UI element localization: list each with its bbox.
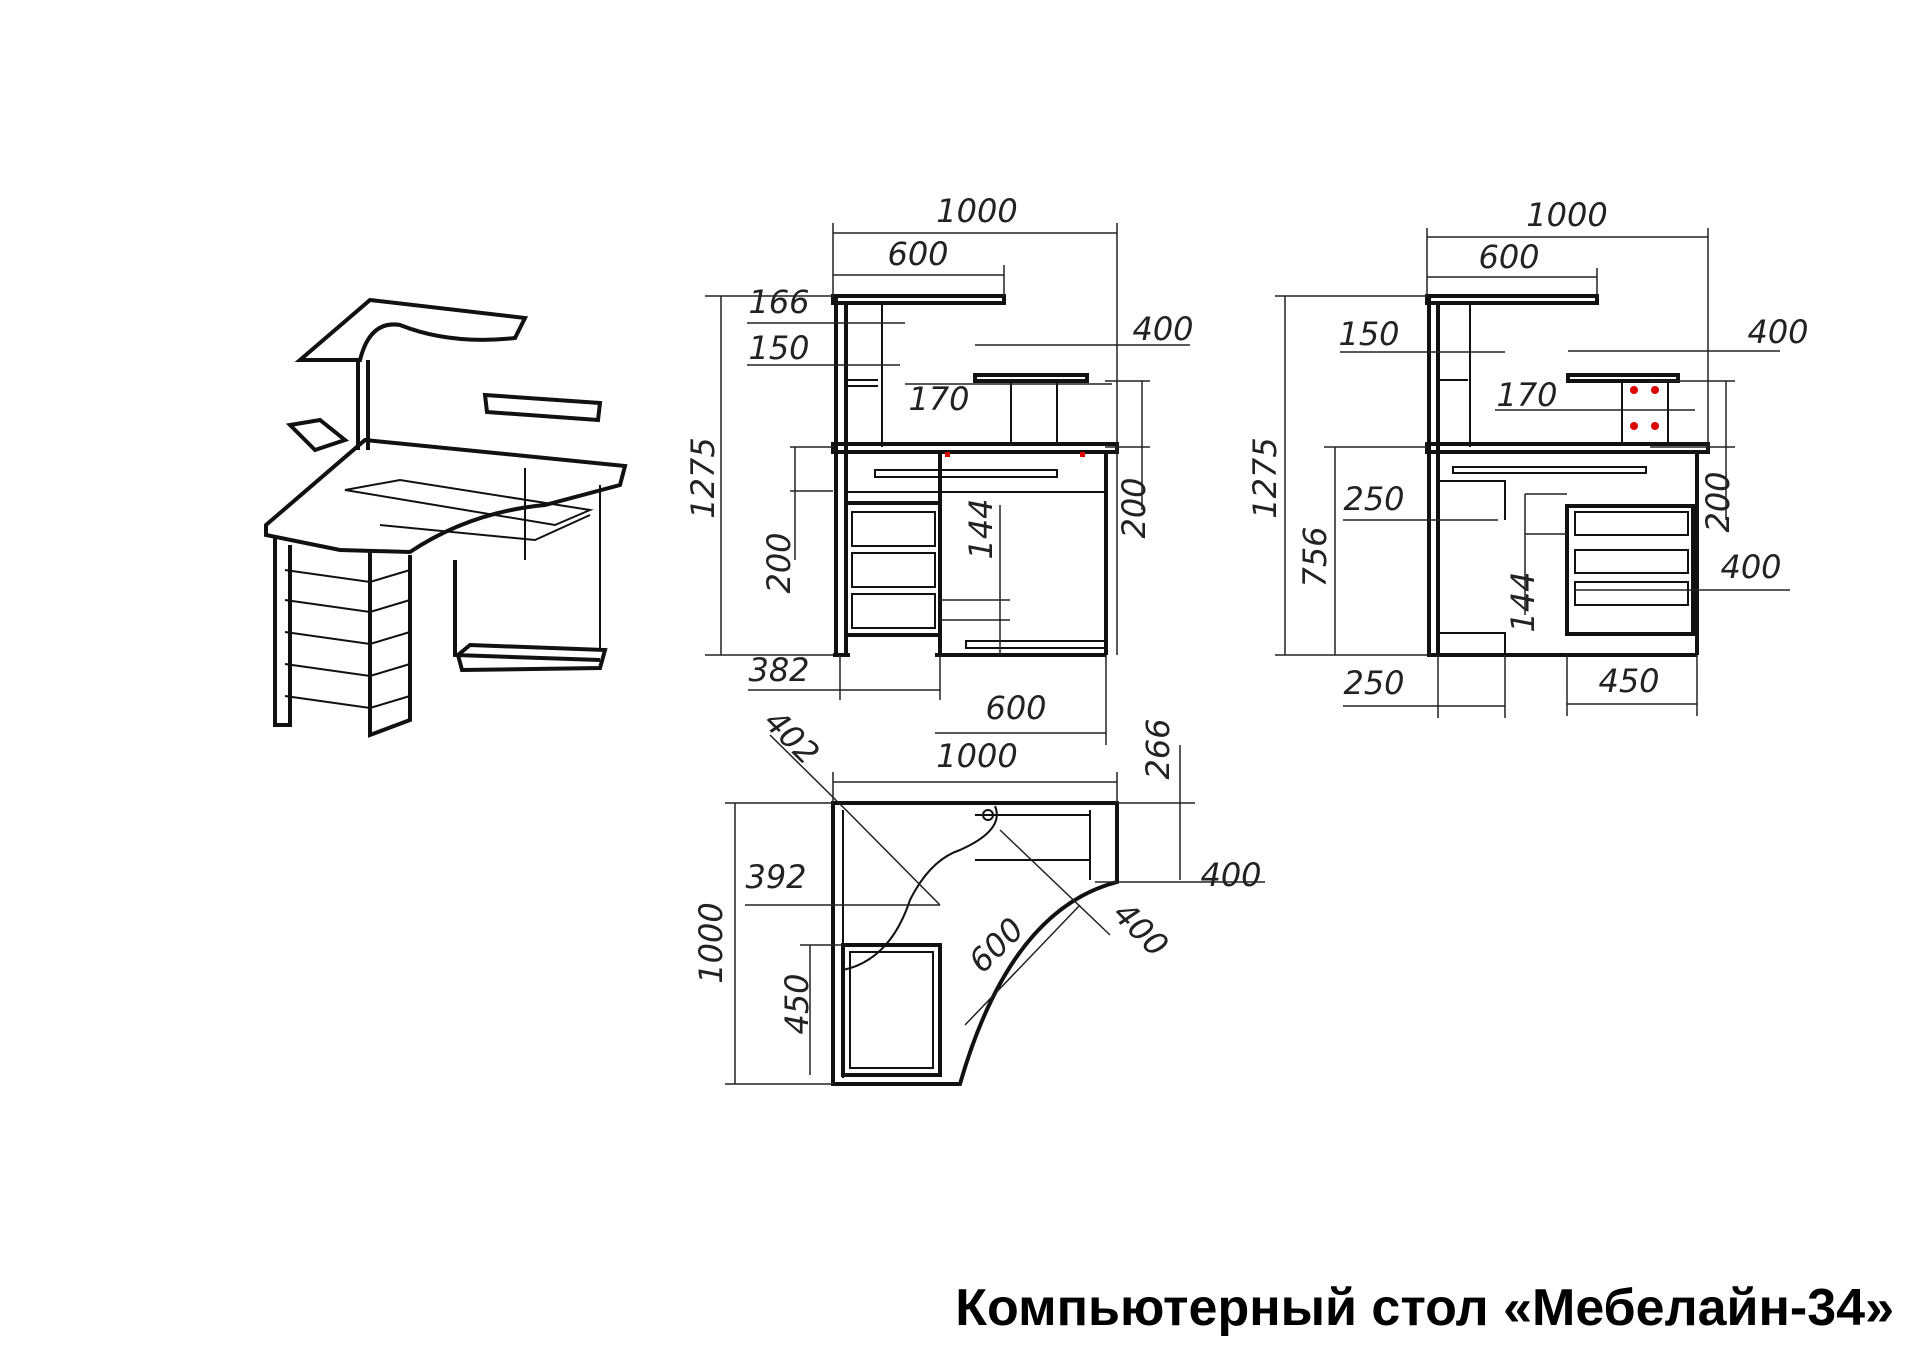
back-dim-450: 450 [1598, 662, 1659, 700]
back-view [1275, 228, 1790, 718]
back-width-top-shelf: 600 [1478, 238, 1539, 276]
plan-dim-400-diag: 400 [1106, 894, 1176, 964]
plan-dim-400-right: 400 [1200, 856, 1261, 894]
front-dim-200-right: 200 [1115, 477, 1153, 538]
back-width-total: 1000 [1526, 196, 1607, 234]
plan-dim-450: 450 [778, 973, 816, 1034]
front-dim-144: 144 [962, 498, 1000, 559]
isometric-view [264, 297, 628, 738]
front-dim-150: 150 [748, 329, 809, 367]
front-width-total: 1000 [936, 192, 1017, 230]
front-dim-600-bottom: 600 [985, 689, 1046, 727]
back-dim-170: 170 [1496, 376, 1557, 414]
drawing-title: Компьютерный стол «Мебелайн-34» [955, 1279, 1894, 1337]
plan-view [725, 734, 1265, 1086]
back-dim-150: 150 [1338, 315, 1399, 353]
back-dim-144: 144 [1504, 571, 1542, 632]
plan-dim-266: 266 [1139, 718, 1177, 779]
back-dim-200: 200 [1699, 471, 1737, 532]
dimension-labels: 1000 600 166 150 400 170 1275 200 144 20… [684, 192, 1809, 1035]
back-height-total: 1275 [1246, 437, 1284, 518]
front-width-top-shelf: 600 [887, 235, 948, 273]
plan-dim-600-diag: 600 [961, 910, 1031, 980]
front-dim-200-left: 200 [760, 532, 798, 593]
back-dim-250-bottom: 250 [1343, 664, 1404, 702]
front-height-total: 1275 [684, 437, 722, 518]
plan-dim-392: 392 [745, 858, 806, 896]
front-dim-382: 382 [748, 651, 809, 689]
front-shelf-width: 400 [1132, 310, 1193, 348]
plan-dim-402: 402 [757, 702, 827, 772]
plan-width-total: 1000 [936, 737, 1017, 775]
back-shelf-width: 400 [1747, 313, 1808, 351]
back-height-desk: 756 [1296, 526, 1334, 587]
back-dim-400-drawer: 400 [1720, 548, 1781, 586]
front-view [705, 223, 1190, 745]
plan-depth-total: 1000 [692, 902, 730, 983]
front-dim-166: 166 [748, 283, 809, 321]
back-dim-250-top: 250 [1343, 480, 1404, 518]
front-dim-170: 170 [908, 380, 969, 418]
